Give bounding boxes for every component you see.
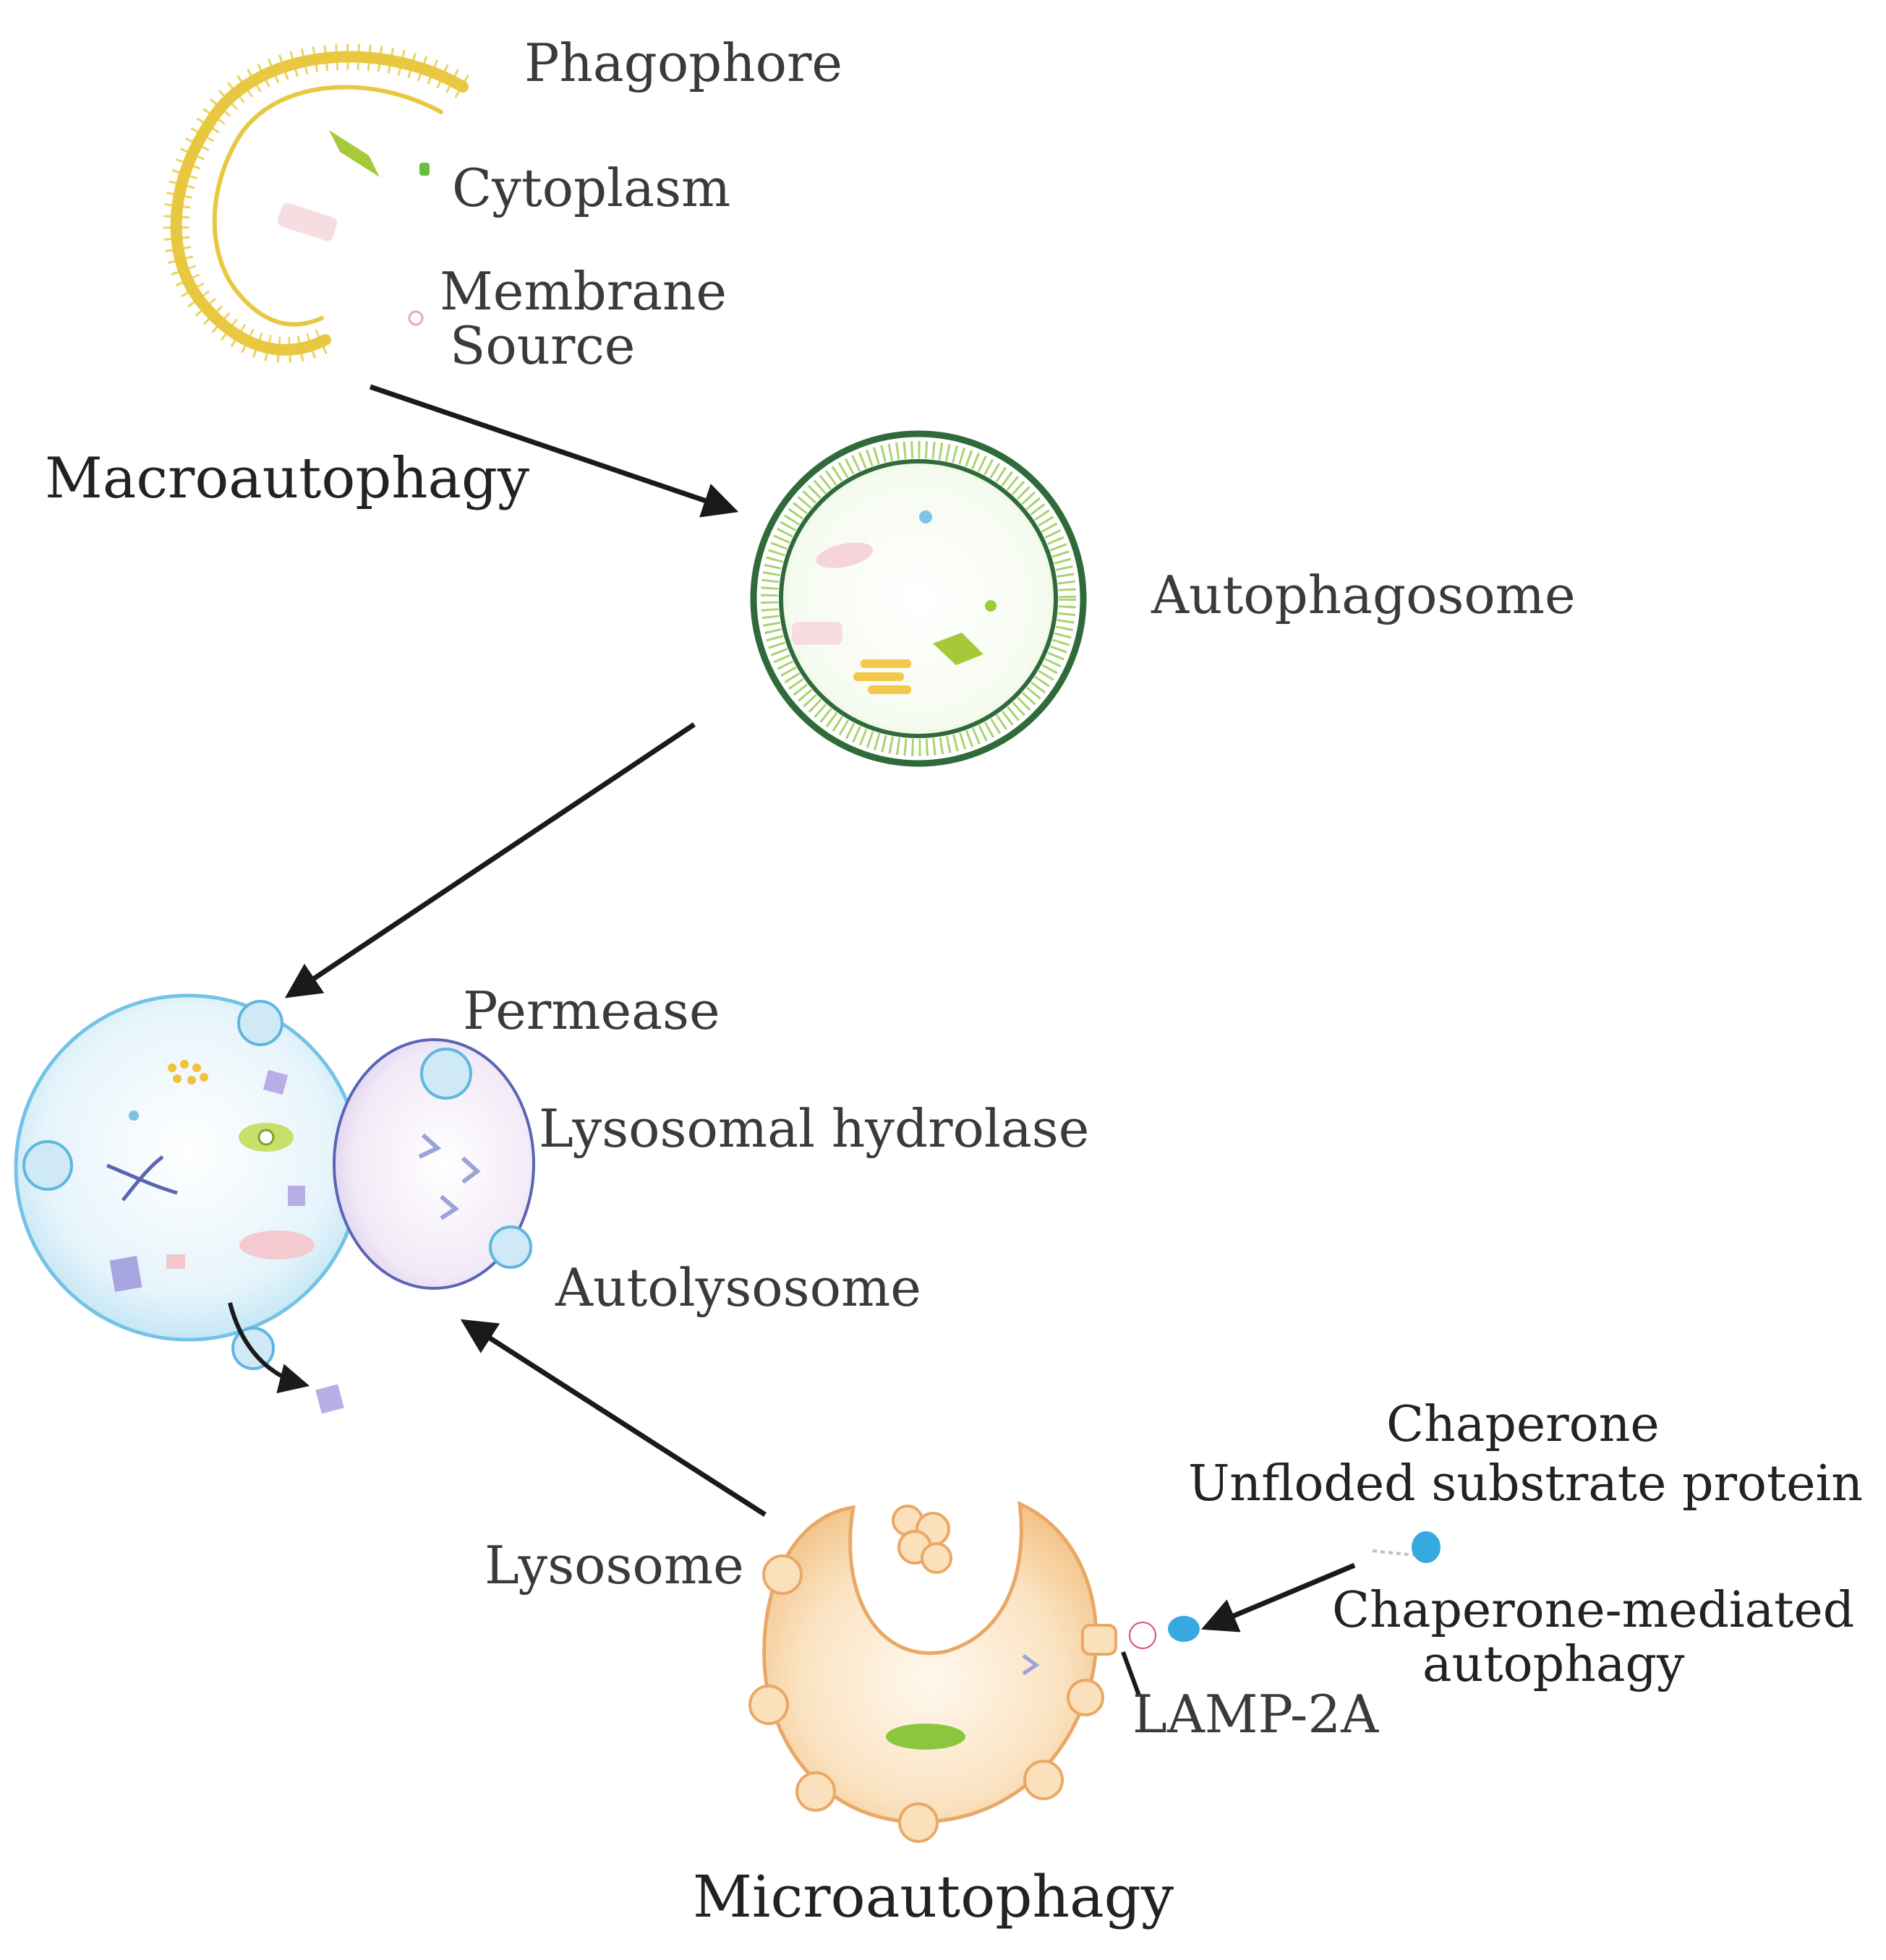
cytoplasm-label: Cytoplasm xyxy=(452,158,730,218)
arrow-to-autophagosome xyxy=(369,384,739,518)
cytoplasm-fragment xyxy=(329,130,380,177)
microautophagy-label: Microautophagy xyxy=(693,1863,1174,1930)
autophagosome-shape xyxy=(750,430,1087,767)
chaperone-at-lamp xyxy=(1168,1616,1200,1642)
macroautophagy-label: Macroautophagy xyxy=(45,446,529,511)
permease-label: Permease xyxy=(463,980,720,1041)
phagophore-shape xyxy=(163,43,470,363)
arrow-to-autolysosome xyxy=(284,722,696,998)
permease-knob xyxy=(237,1000,283,1046)
permease-knob-2 xyxy=(420,1048,472,1100)
lysosomal-hydrolase-label: Lysosomal hydrolase xyxy=(539,1098,1089,1159)
arrow-to-lamp2a xyxy=(1200,1562,1356,1632)
arrow-from-lysosome xyxy=(460,1319,767,1517)
lysosome-shape xyxy=(748,1500,1200,1843)
chaperone-label: Chaperone xyxy=(1386,1396,1660,1453)
autolysosome-shape xyxy=(14,993,535,1414)
chaperone-substrate xyxy=(1372,1531,1441,1563)
lysosome-label: Lysosome xyxy=(485,1535,744,1596)
chaperone-mediated-label: Chaperone-mediated xyxy=(1332,1582,1854,1639)
autophagosome-label: Autophagosome xyxy=(1151,565,1576,625)
unfolded-substrate-label: Unfloded substrate protein xyxy=(1188,1455,1863,1512)
phagophore-label: Phagophore xyxy=(524,33,842,93)
membrane-source-dot xyxy=(408,310,424,326)
membrane-label: Membrane xyxy=(440,261,727,322)
lamp2a-label: LAMP-2A xyxy=(1132,1684,1379,1745)
source-label: Source xyxy=(450,315,635,376)
membrane-fragment xyxy=(277,202,338,241)
autophagy-label: autophagy xyxy=(1422,1636,1685,1693)
autolysosome-label: Autolysosome xyxy=(555,1257,921,1318)
cytoplasm-dot xyxy=(419,163,430,176)
